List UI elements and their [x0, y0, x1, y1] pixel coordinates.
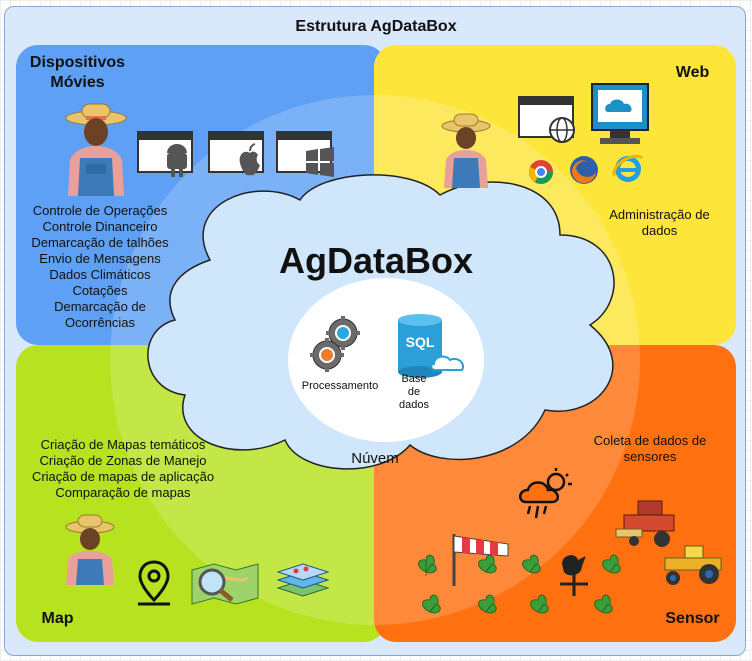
apple-window-icon: [208, 131, 264, 176]
sensor-items: Coleta de dados de sensores: [580, 433, 720, 465]
processing-label: Processamento: [301, 380, 379, 392]
list-item: Criação de Zonas de Manejo: [39, 453, 207, 468]
harvester-icon: [615, 500, 675, 547]
map-items: Criação de Mapas temáticos Criação de Zo…: [18, 437, 228, 501]
web-items: Administração de dados: [597, 207, 722, 239]
list-item: Controle de Operações: [32, 203, 168, 218]
mobile-items: Controle de Operações Controle Dinanceir…: [20, 203, 180, 331]
list-item: sensores: [623, 449, 677, 464]
list-item: Administração de: [609, 207, 710, 222]
list-item: Controle Dinanceiro: [42, 219, 158, 234]
cloud-label: Núvem: [351, 450, 399, 467]
list-item: Dados Climáticos: [49, 267, 151, 282]
weather-cloud-icon: [519, 468, 572, 519]
farmer-icon: [441, 113, 491, 188]
web-title: Web: [675, 64, 710, 81]
monitor-icon: [591, 83, 649, 144]
list-item: Ocorrências: [64, 315, 136, 330]
weather-vane-icon: [560, 555, 588, 596]
list-item: Demarcação de: [54, 299, 146, 314]
database-label-line: de: [407, 386, 421, 398]
ie-icon: [612, 154, 644, 182]
sql-label: SQL: [405, 334, 435, 350]
map-magnifier-icon: [191, 563, 259, 605]
database-label: Base de dados: [390, 373, 438, 412]
map-layers-icon: [276, 563, 330, 597]
farmer-icon: [65, 514, 115, 585]
tractor-icon: [664, 545, 722, 585]
gears-icon: [310, 316, 360, 372]
list-item: Demarcação de talhões: [31, 235, 169, 250]
list-item: Criação de Mapas temáticos: [40, 437, 206, 452]
chrome-icon: [529, 160, 553, 184]
windows-window-icon: [276, 131, 334, 177]
android-window-icon: [137, 131, 193, 177]
database-icon: [398, 314, 464, 378]
database-label-line: Base: [401, 373, 427, 385]
list-item: Comparação de mapas: [55, 485, 191, 500]
windsock-icon: [452, 534, 509, 586]
list-item: Cotações: [72, 283, 128, 298]
web-window-globe-icon: [518, 96, 575, 143]
list-item: Envio de Mensagens: [39, 251, 161, 266]
diagram-title: Estrutura AgDataBox: [295, 18, 457, 35]
mobile-title-line: Dispositivos: [29, 54, 126, 71]
plant-icon: [418, 554, 621, 614]
list-item: dados: [641, 223, 678, 238]
list-item: Criação de mapas de aplicação: [31, 469, 215, 484]
map-pin-icon: [138, 560, 170, 606]
mobile-title: Dispositivos Móvies: [20, 53, 135, 93]
database-label-line: dados: [399, 399, 429, 411]
center-title: AgDataBox: [278, 240, 474, 281]
firefox-icon: [570, 156, 598, 184]
sensor-title: Sensor: [665, 610, 720, 627]
list-item: Coleta de dados de: [593, 433, 707, 448]
mobile-title-line: Móvies: [50, 74, 105, 91]
map-title: Map: [41, 610, 74, 627]
farmer-icon: [65, 103, 127, 196]
